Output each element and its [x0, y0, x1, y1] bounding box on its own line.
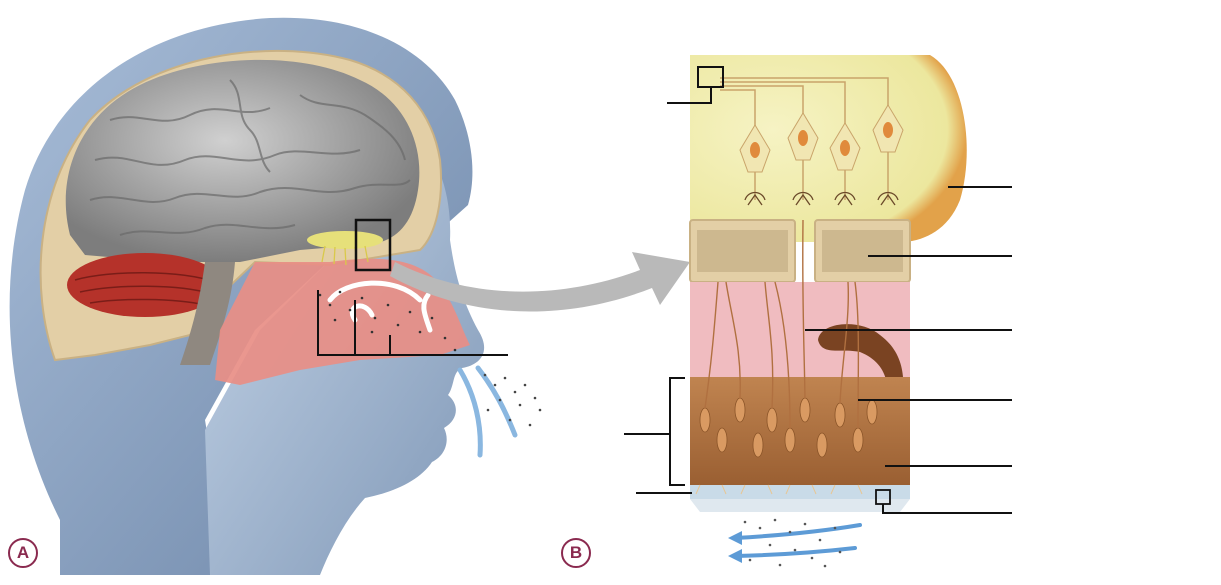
mitral-cells — [739, 104, 904, 200]
receptor-cells — [699, 397, 878, 458]
zoom-arrow — [390, 252, 690, 312]
zoom-box — [354, 218, 392, 272]
mucus-layer — [690, 485, 910, 499]
odor-particles-nose — [318, 290, 457, 352]
bowmans-gland — [818, 324, 904, 475]
cilia — [695, 484, 863, 495]
glomeruli — [744, 191, 899, 206]
leader-line — [882, 504, 1012, 514]
leader-line — [669, 377, 685, 486]
bulb-region — [690, 55, 967, 242]
nasal-airflow — [327, 280, 433, 333]
leader-line — [667, 87, 712, 104]
mitral-cell — [829, 122, 861, 200]
airflow-face — [457, 365, 518, 458]
brainstem — [180, 262, 235, 365]
odor-particles-face — [483, 373, 542, 427]
brain-folds — [89, 79, 411, 236]
panel-b-leader-lines — [624, 87, 1012, 514]
olfactory-epithelium — [690, 377, 910, 485]
panel-b-tissue — [624, 55, 1012, 568]
odor-particles-tissue — [743, 518, 842, 568]
airflow-tissue — [733, 523, 862, 558]
mitral-cell — [739, 124, 771, 200]
mucus-bottom — [690, 499, 910, 512]
olfactory-bulb — [307, 231, 383, 249]
panel-a-label-lines — [317, 290, 508, 356]
cerebellum-folds — [74, 272, 216, 306]
panel-a-head — [9, 17, 542, 576]
airflow-arrowhead — [728, 531, 742, 545]
bone-texture-left — [697, 230, 788, 272]
olfactory-axons — [704, 219, 860, 429]
mitral-cell — [787, 112, 819, 200]
airflow-arrowhead — [728, 549, 742, 563]
panel-label-a: A — [8, 538, 38, 568]
bone-texture-right — [822, 230, 903, 272]
panel-label-b: B — [561, 538, 591, 568]
